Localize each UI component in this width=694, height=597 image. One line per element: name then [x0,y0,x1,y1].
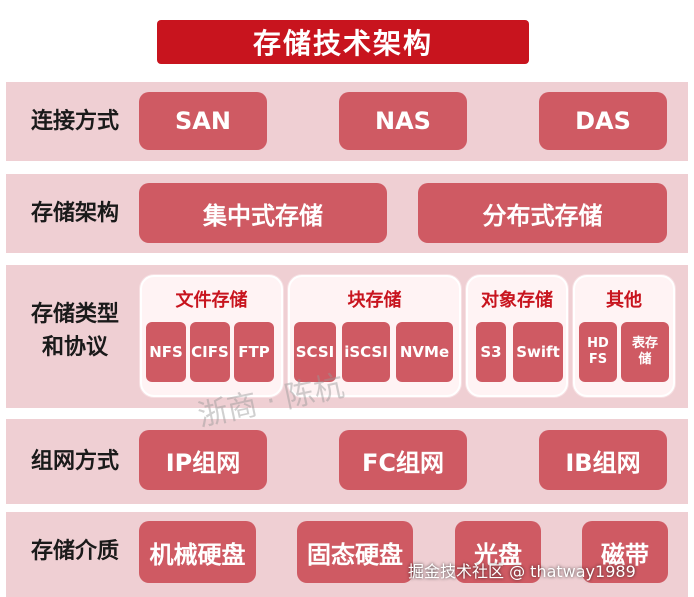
chip-san: SAN [139,92,267,150]
group-title-file-storage: 文件存储 [175,290,248,311]
chip-scsi: SCSI [294,322,336,382]
chip-table-storage: 表存 储 [621,322,669,382]
chip-s3: S3 [476,322,506,382]
chip-cifs: CIFS [190,322,230,382]
chip-hdfs: HD FS [579,322,617,382]
chip-optical-disc: 光盘 [455,521,541,583]
row-label-media: 存储介质 [30,539,119,564]
credit-watermark: 掘金技术社区 @ thatway1989 [408,562,636,581]
chip-swift: Swift [513,322,563,382]
chip-ib-network: IB组网 [539,430,667,490]
chip-nvme: NVMe [396,322,453,382]
row-label-architecture: 存储架构 [30,200,119,226]
chip-das: DAS [539,92,667,150]
row-label-types-line2: 和协议 [41,335,108,360]
chip-fc-network: FC组网 [339,430,467,490]
group-title-object-storage: 对象存储 [481,290,553,311]
chip-ftp: FTP [234,322,274,382]
row-label-types-line1: 存储类型 [30,302,119,327]
chip-tape: 磁带 [582,521,668,583]
group-title-block-storage: 块存储 [347,290,402,311]
chip-centralized-storage: 集中式存储 [139,183,387,243]
diagram-title: 存储技术架构 [157,20,529,64]
chip-iscsi: iSCSI [342,322,390,382]
chip-ssd: 固态硬盘 [297,521,413,583]
chip-hdd: 机械硬盘 [139,521,256,583]
chip-nas: NAS [339,92,467,150]
row-label-network: 组网方式 [30,448,119,474]
row-label-connection: 连接方式 [30,108,119,134]
group-title-other: 其他 [606,290,642,311]
chip-nfs: NFS [146,322,186,382]
chip-distributed-storage: 分布式存储 [418,183,667,243]
chip-ip-network: IP组网 [139,430,267,490]
